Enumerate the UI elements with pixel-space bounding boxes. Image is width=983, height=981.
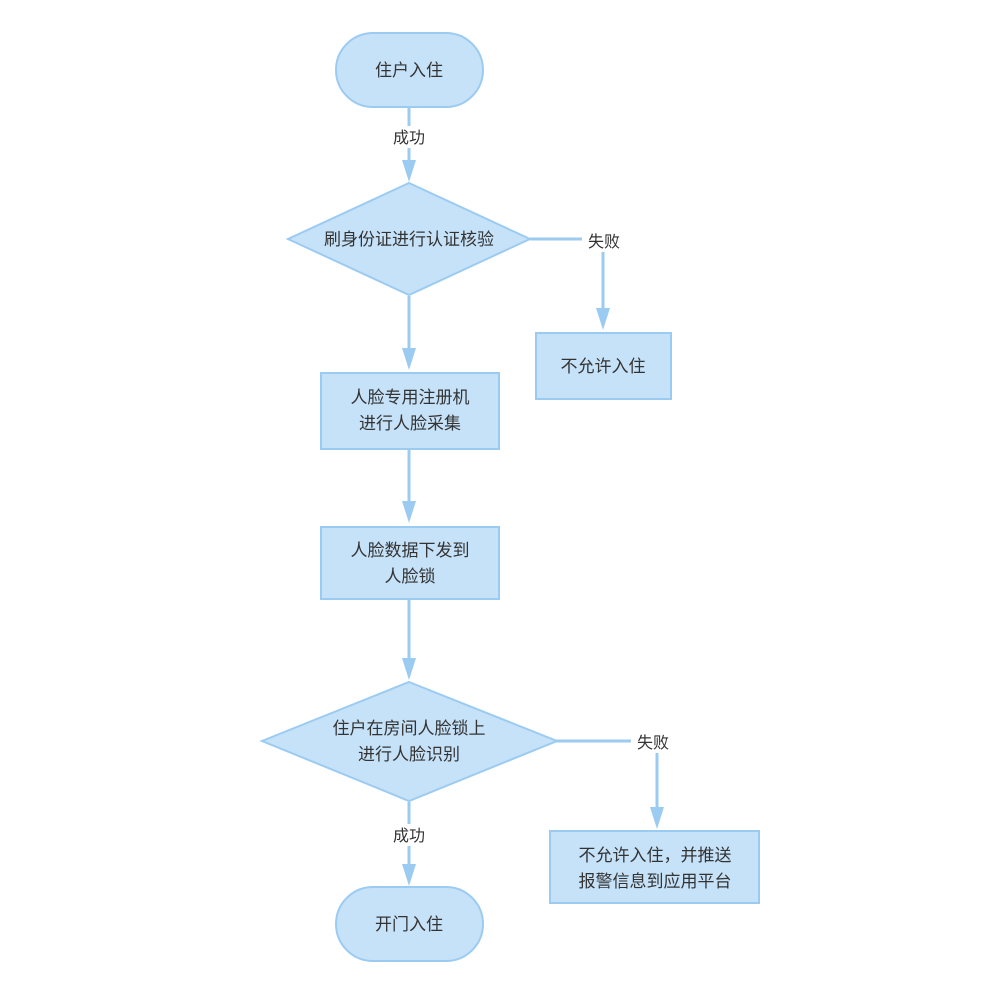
svg-text:不允许入住: 不允许入住 — [561, 357, 646, 377]
svg-text:人脸专用注册机: 人脸专用注册机 — [351, 388, 470, 408]
svg-text:开门入住: 开门入住 — [375, 915, 443, 935]
edge-collect-to-send — [402, 449, 416, 523]
node-send-data: 人脸数据下发到 人脸锁 — [320, 526, 500, 600]
edge-label-start-success: 成功 — [388, 126, 430, 148]
arrow-head — [402, 864, 416, 886]
edge-label-recognize-fail: 失败 — [631, 731, 675, 753]
node-id-check: 刷身份证进行认证核验 — [285, 181, 533, 297]
arrow-head — [596, 308, 610, 330]
edge-check-to-collect — [402, 296, 416, 370]
svg-text:刷身份证进行认证核验: 刷身份证进行认证核验 — [324, 230, 494, 250]
svg-text:不允许入住，并推送: 不允许入住，并推送 — [579, 846, 732, 866]
edge-recognize-to-deny — [556, 739, 664, 829]
edge-label-check-fail: 失败 — [582, 230, 626, 252]
svg-text:成功: 成功 — [393, 826, 425, 845]
edge-send-to-recognize — [402, 599, 416, 680]
svg-text:住户入住: 住户入住 — [375, 61, 443, 81]
svg-text:失败: 失败 — [637, 733, 669, 752]
node-face-collect: 人脸专用注册机 进行人脸采集 — [320, 372, 500, 450]
arrow-head — [402, 348, 416, 370]
arrow-head — [402, 658, 416, 680]
svg-text:失败: 失败 — [588, 232, 620, 251]
svg-text:进行人脸识别: 进行人脸识别 — [358, 745, 460, 765]
svg-text:报警信息到应用平台: 报警信息到应用平台 — [579, 872, 732, 892]
svg-text:进行人脸采集: 进行人脸采集 — [359, 414, 461, 434]
arrow-head — [402, 160, 416, 182]
svg-text:人脸锁: 人脸锁 — [385, 567, 436, 587]
node-deny-entry: 不允许入住 — [535, 332, 672, 400]
svg-text:成功: 成功 — [393, 128, 425, 147]
node-face-recognize: 住户在房间人脸锁上 进行人脸识别 — [259, 680, 560, 803]
arrow-head — [650, 807, 664, 829]
node-open: 开门入住 — [335, 886, 484, 962]
edge-check-to-deny — [530, 237, 610, 330]
svg-text:人脸数据下发到: 人脸数据下发到 — [351, 541, 470, 561]
edge-label-recognize-success: 成功 — [388, 824, 430, 846]
node-deny-alarm: 不允许入住，并推送 报警信息到应用平台 — [549, 830, 760, 904]
arrow-head — [402, 501, 416, 523]
node-start: 住户入住 — [335, 32, 484, 108]
svg-text:住户在房间人脸锁上: 住户在房间人脸锁上 — [333, 719, 486, 739]
